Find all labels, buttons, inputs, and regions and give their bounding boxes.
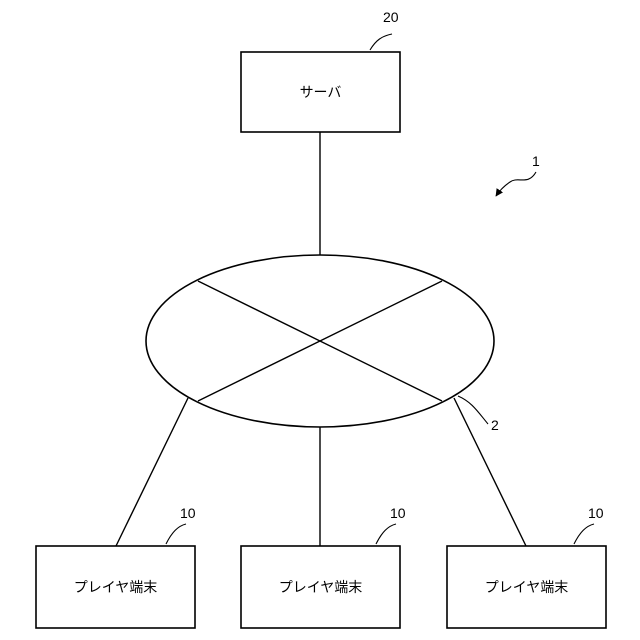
system-reference: 1 — [496, 153, 540, 196]
system-ref-arrow — [496, 172, 536, 196]
server-label: サーバ — [300, 85, 342, 101]
server-ref-number: 20 — [383, 9, 399, 25]
system-ref-number: 1 — [532, 153, 540, 169]
terminal-label: プレイヤ端末 — [485, 580, 569, 596]
server-ref-leader — [370, 34, 392, 50]
network-ref-number: 2 — [491, 417, 499, 433]
terminal-ref-number: 10 — [390, 505, 406, 521]
terminal-ref-number: 10 — [180, 505, 196, 521]
player-terminal-right: プレイヤ端末 10 — [447, 505, 606, 628]
network-node: 2 — [146, 255, 499, 433]
terminal-label: プレイヤ端末 — [74, 580, 158, 596]
network-terminal-link-right — [454, 398, 526, 546]
player-terminal-center: プレイヤ端末 10 — [241, 505, 406, 628]
terminal-ref-leader — [376, 524, 396, 544]
terminal-label: プレイヤ端末 — [279, 580, 363, 596]
terminal-ref-leader — [166, 524, 186, 544]
terminal-ref-number: 10 — [588, 505, 604, 521]
terminal-ref-leader — [574, 524, 594, 544]
player-terminal-left: プレイヤ端末 10 — [36, 505, 196, 628]
server-node: サーバ 20 — [241, 9, 400, 132]
network-terminal-link-left — [116, 398, 188, 546]
network-ref-leader — [458, 396, 488, 424]
